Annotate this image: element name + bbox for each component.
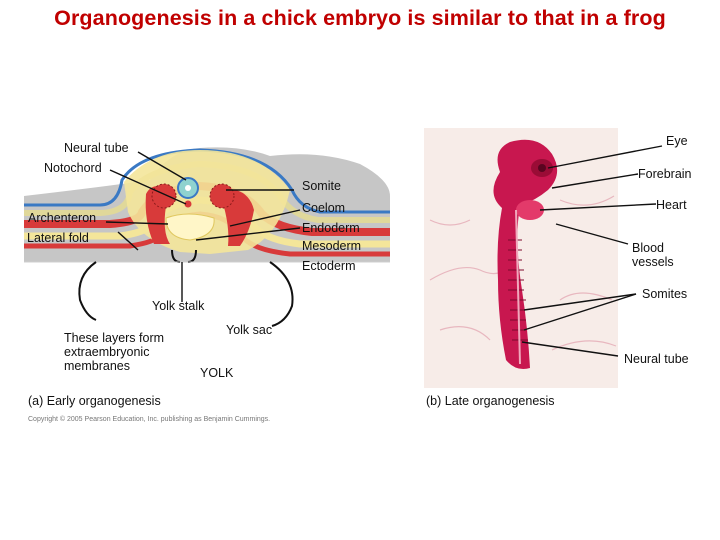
label-somite: Somite <box>302 179 341 193</box>
label-yolk-stalk: Yolk stalk <box>152 299 205 313</box>
panel-a-leader-lines <box>105 151 301 302</box>
panel-a-caption: (a) Early organogenesis <box>28 394 161 408</box>
extraembryonic-bracket-right <box>269 261 294 327</box>
label-eye: Eye <box>666 134 688 148</box>
panel-b-caption: (b) Late organogenesis <box>426 394 555 408</box>
panel-b-leader-lines <box>521 145 663 357</box>
label-forebrain: Forebrain <box>638 167 692 181</box>
slide-title: Organogenesis in a chick embryo is simil… <box>54 6 666 30</box>
label-yolk: YOLK <box>200 366 234 380</box>
label-mesoderm: Mesoderm <box>302 239 362 253</box>
label-yolk-sac: Yolk sac <box>226 323 273 337</box>
extraembryonic-bracket-left <box>78 261 97 321</box>
label-blood-vessels: Blood vessels <box>632 241 674 269</box>
label-lateral-fold: Lateral fold <box>27 231 89 245</box>
label-archenteron: Archenteron <box>28 211 97 225</box>
label-notochord: Notochord <box>44 161 102 175</box>
label-endoderm: Endoderm <box>302 221 360 235</box>
copyright-notice: Copyright © 2005 Pearson Education, Inc.… <box>28 416 271 423</box>
label-neural-tube-a: Neural tube <box>64 141 129 155</box>
label-coelom: Coelom <box>302 201 346 215</box>
label-heart: Heart <box>656 198 687 212</box>
label-extraembryonic-membranes: These layers form extraembryonic membran… <box>64 331 165 373</box>
label-somites: Somites <box>642 287 688 301</box>
early-embryo-cross-section <box>24 147 390 263</box>
label-ectoderm: Ectoderm <box>302 259 356 273</box>
label-neural-tube-b: Neural tube <box>624 352 689 366</box>
late-embryo-photo <box>424 128 618 388</box>
